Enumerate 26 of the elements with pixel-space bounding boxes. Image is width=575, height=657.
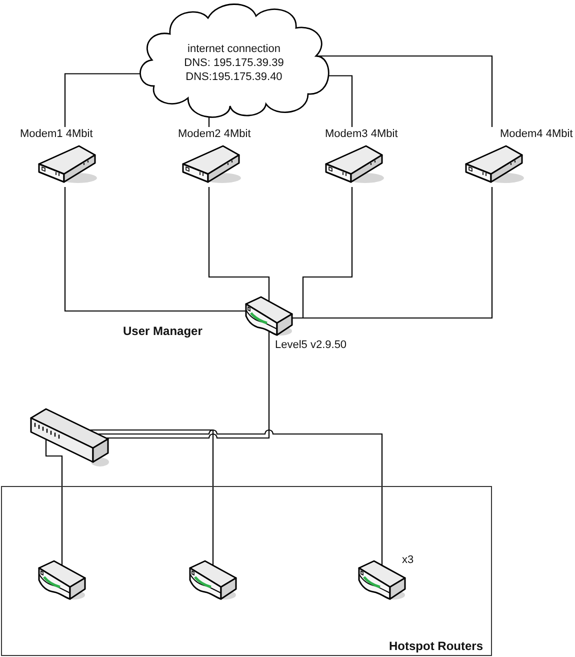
device-label: Modem2 4Mbit	[178, 127, 251, 141]
cable-line	[64, 187, 246, 312]
group-frame	[1, 486, 492, 656]
cable-line	[64, 73, 140, 127]
cable-line	[106, 332, 270, 439]
cable-line	[292, 187, 493, 319]
group-title: Hotspot Routers	[389, 639, 483, 653]
cable-line	[98, 430, 383, 566]
switch-icon	[30, 408, 110, 468]
quantity-label: x3	[402, 553, 414, 567]
router-icon	[38, 560, 86, 600]
router-icon	[245, 296, 293, 336]
cable-line	[208, 187, 270, 302]
cable-line	[89, 429, 214, 566]
device-label: Level5 v2.9.50	[275, 338, 347, 352]
device-label: Modem1 4Mbit	[20, 127, 93, 141]
cable-line	[208, 117, 210, 127]
device-label: Modem4 4Mbit	[500, 127, 573, 141]
device-label: Modem3 4Mbit	[325, 127, 398, 141]
dns-label: DNS: 195.175.39.39	[184, 56, 284, 70]
router-icon	[189, 560, 237, 600]
role-label: User Manager	[123, 324, 202, 338]
cable-line	[45, 439, 63, 566]
cable-line	[328, 75, 353, 127]
connection-label: internet connection	[188, 42, 280, 56]
dns-label: DNS:195.175.39.40	[186, 70, 282, 84]
